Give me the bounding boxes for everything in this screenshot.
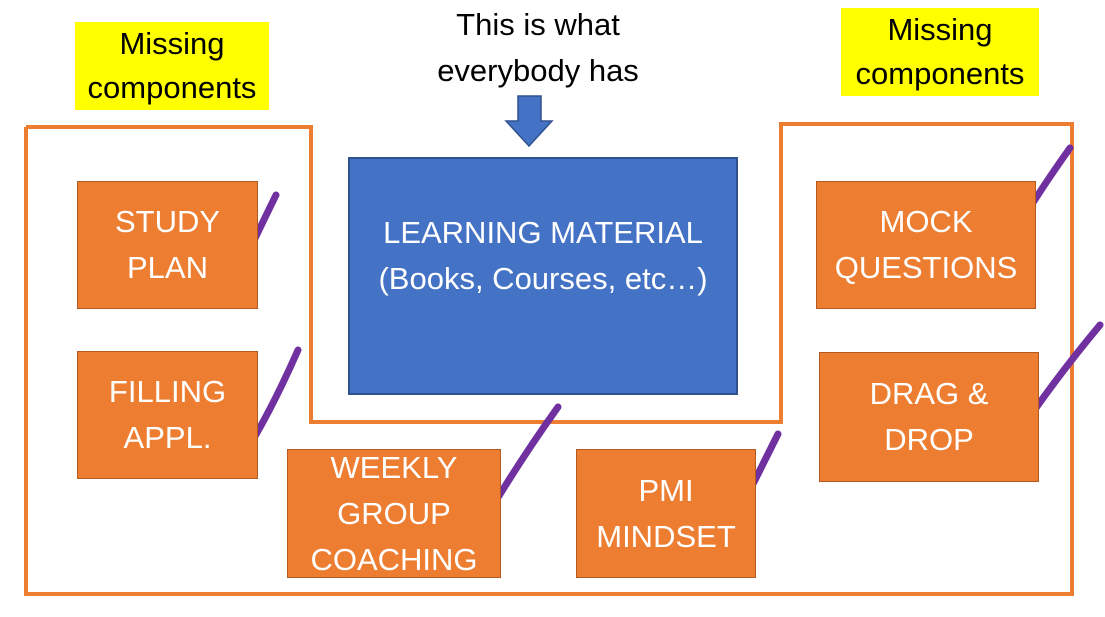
left-label-line-1: Missing <box>119 26 225 61</box>
left-missing-components-label: Missing components <box>75 22 269 110</box>
right-label-line-1: Missing <box>887 12 993 47</box>
filling-appl-line-2: APPL. <box>123 420 212 455</box>
learning-material-line-1: LEARNING MATERIAL <box>383 215 703 250</box>
weekly-coaching-line-2: GROUP <box>337 495 451 531</box>
center-label-line-1: This is what <box>456 7 620 42</box>
study-plan-box: STUDY PLAN <box>77 181 258 309</box>
pmi-mindset-line-2: MINDSET <box>596 518 736 554</box>
mock-questions-line-1: MOCK <box>879 204 973 239</box>
center-label-line-2: everybody has <box>437 53 639 88</box>
drag-drop-line-1: DRAG & <box>869 376 989 411</box>
filling-appl-box: FILLING APPL. <box>77 351 258 479</box>
right-label-line-2: components <box>855 56 1025 91</box>
components-outline <box>24 122 1074 596</box>
pmi-mindset-box: PMI MINDSET <box>576 449 756 578</box>
drag-drop-box: DRAG & DROP <box>819 352 1039 482</box>
drag-drop-line-2: DROP <box>884 422 974 457</box>
weekly-coaching-line-3: COACHING <box>310 541 478 577</box>
study-plan-line-1: STUDY <box>114 204 221 239</box>
weekly-coaching-line-1: WEEKLY <box>330 449 458 485</box>
weekly-group-coaching-box: WEEKLY GROUP COACHING <box>287 449 501 578</box>
right-missing-components-label: Missing components <box>841 8 1039 96</box>
mock-questions-line-2: QUESTIONS <box>834 250 1018 285</box>
learning-material-line-2: (Books, Courses, etc…) <box>378 261 708 296</box>
study-plan-line-2: PLAN <box>127 250 208 285</box>
pmi-mindset-line-1: PMI <box>638 472 694 508</box>
mock-questions-box: MOCK QUESTIONS <box>816 181 1036 309</box>
down-arrow-icon <box>504 95 554 148</box>
learning-material-box: LEARNING MATERIAL (Books, Courses, etc…) <box>348 157 738 395</box>
everybody-has-label: This is what everybody has <box>400 2 676 94</box>
filling-appl-line-1: FILLING <box>108 374 227 409</box>
left-label-line-2: components <box>87 70 257 105</box>
